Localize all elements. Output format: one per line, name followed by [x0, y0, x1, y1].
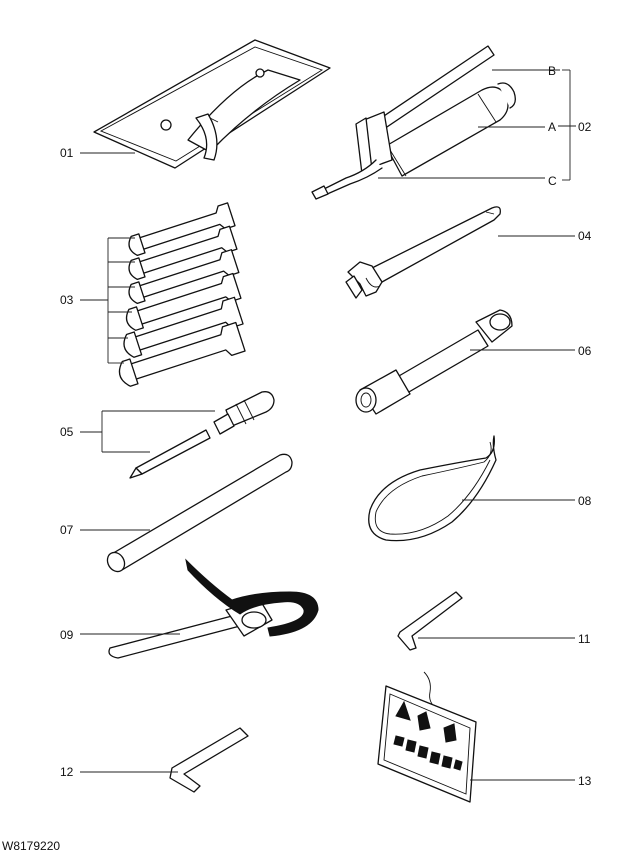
- box-wrench: 06: [355, 309, 592, 415]
- hex-key-large: 12: [60, 727, 249, 793]
- callout-06: 06: [578, 344, 592, 358]
- wrench-set: 03: [60, 202, 246, 387]
- callout-09: 09: [60, 628, 74, 642]
- callout-01: 01: [60, 146, 74, 160]
- callout-12: 12: [60, 765, 74, 779]
- callout-03: 03: [60, 293, 74, 307]
- tool-pouch: 01: [60, 39, 331, 169]
- callout-13: 13: [578, 774, 592, 788]
- screwdriver-set: 05: [60, 391, 275, 479]
- callout-04: 04: [578, 229, 592, 243]
- hex-key-small: 11: [397, 591, 591, 651]
- warning-tag: 13: [377, 671, 592, 803]
- callout-07: 07: [60, 523, 74, 537]
- adjustable-wrench: 04: [345, 206, 592, 299]
- callout-02: 02: [578, 120, 592, 134]
- callout-02-b: B: [548, 64, 556, 78]
- grease-gun: B A C 02: [311, 45, 592, 200]
- wire-cable: 08: [368, 435, 592, 542]
- callout-02-a: A: [548, 120, 556, 134]
- callout-08: 08: [578, 494, 592, 508]
- strap-wrench: 09: [60, 558, 319, 659]
- callout-02-c: C: [548, 174, 557, 188]
- callout-05: 05: [60, 425, 74, 439]
- callout-11: 11: [578, 632, 591, 646]
- handle-bar: 07: [60, 453, 293, 573]
- figure-code: W8179220: [2, 839, 60, 853]
